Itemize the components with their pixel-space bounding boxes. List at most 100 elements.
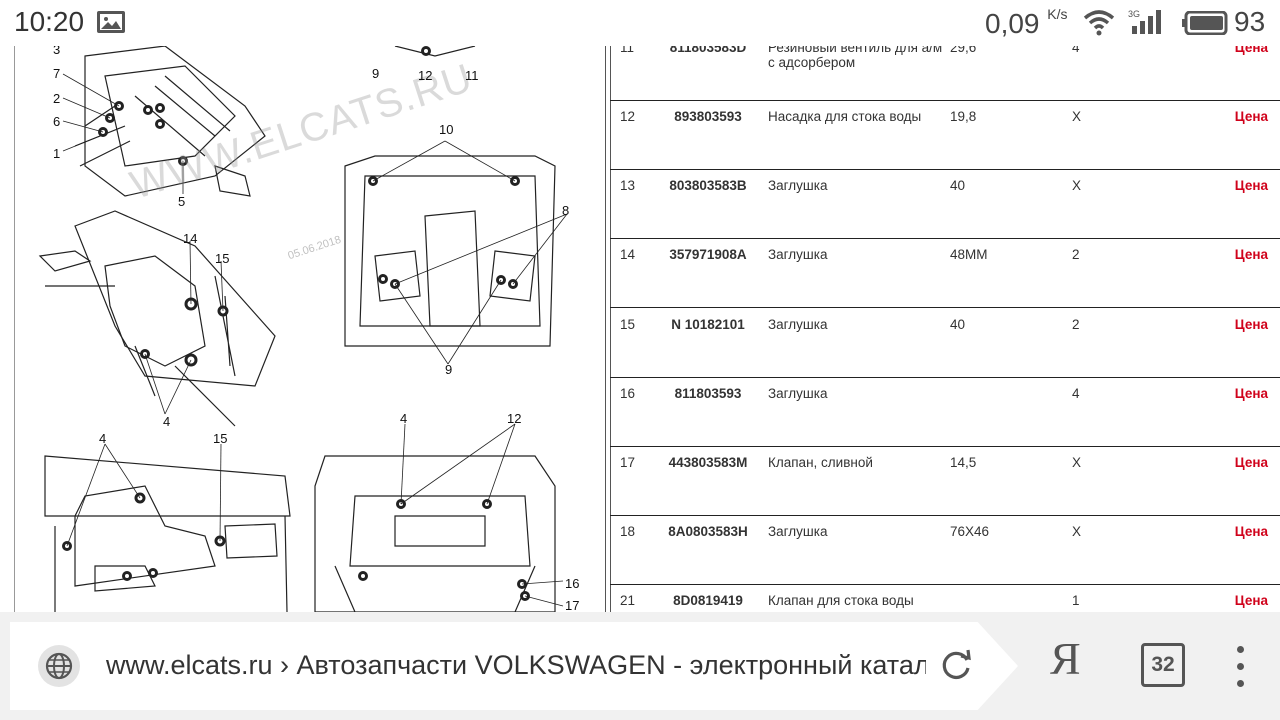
- table-row: 18 8A0803583H Заглушка 76X46 X Цена: [610, 516, 1280, 585]
- price-link[interactable]: Цена: [1234, 317, 1268, 332]
- part-name: Резиновый вентиль для а/м с адсорбером: [768, 46, 943, 70]
- price-link[interactable]: Цена: [1234, 46, 1268, 55]
- part-number[interactable]: 357971908A: [669, 247, 747, 262]
- battery-icon: [1182, 10, 1228, 40]
- callout-label: 8: [562, 203, 570, 218]
- part-qty: 4: [1072, 46, 1080, 55]
- callout-label: 9: [372, 66, 380, 81]
- part-name: Заглушка: [768, 317, 828, 332]
- callout-label: 11: [465, 68, 479, 83]
- row-number: 15: [620, 317, 636, 332]
- price-link[interactable]: Цена: [1234, 524, 1268, 539]
- part-name: Насадка для стока воды: [768, 109, 922, 124]
- part-number[interactable]: N 10182101: [671, 317, 745, 332]
- part-size: 14,5: [950, 455, 977, 470]
- more-vertical-icon[interactable]: [1228, 646, 1252, 690]
- parts-diagram: WWW.ELCATS.RU 05.06.2018 3 7 2 6 1 5 9 1…: [14, 46, 606, 612]
- cell-signal-icon: 3G: [1128, 8, 1168, 41]
- part-number[interactable]: 811803593: [674, 386, 742, 401]
- table-divider: [610, 46, 611, 612]
- callout-label: 4: [163, 414, 171, 429]
- table-row: 12 893803593 Насадка для стока воды 19,8…: [610, 101, 1280, 170]
- part-qty: X: [1072, 455, 1082, 470]
- callout-label: 3: [53, 46, 61, 57]
- parts-table: 11 811803583D Резиновый вентиль для а/м …: [610, 46, 1280, 612]
- row-number: 11: [620, 46, 635, 55]
- image-icon: [97, 11, 125, 33]
- part-qty: 2: [1072, 317, 1080, 332]
- row-number: 14: [620, 247, 636, 262]
- network-speed: 0,09 K/s: [985, 6, 1068, 40]
- callout-label: 6: [53, 114, 61, 129]
- table-row: 21 8D0819419 Клапан для стока воды 1 Цен…: [610, 585, 1280, 612]
- part-name: Клапан, сливной: [768, 455, 873, 470]
- part-number[interactable]: 443803583M: [668, 455, 748, 470]
- yandex-button[interactable]: Я: [1050, 633, 1081, 684]
- price-link[interactable]: Цена: [1234, 455, 1268, 470]
- part-name: Заглушка: [768, 386, 828, 401]
- table-row: 13 803803583B Заглушка 40 X Цена: [610, 170, 1280, 239]
- part-size: 19,8: [950, 109, 977, 124]
- status-bar: 10:20 0,09 K/s 3G 93: [0, 0, 1280, 46]
- part-name: Заглушка: [768, 178, 828, 193]
- price-link[interactable]: Цена: [1234, 109, 1268, 124]
- callout-label: 17: [565, 598, 580, 612]
- row-number: 13: [620, 178, 636, 193]
- table-row: 17 443803583M Клапан, сливной 14,5 X Цен…: [610, 447, 1280, 516]
- callout-label: 15: [215, 251, 230, 266]
- callout-label: 1: [53, 146, 61, 161]
- part-qty: 1: [1072, 593, 1080, 608]
- callout-label: 9: [445, 362, 453, 377]
- part-name: Клапан для стока воды: [768, 593, 914, 608]
- part-size: 48MM: [950, 247, 988, 262]
- row-number: 18: [620, 524, 636, 539]
- url-text[interactable]: www.elcats.ru › Автозапчасти VOLKSWAGEN …: [106, 650, 926, 680]
- reload-icon[interactable]: [940, 646, 974, 687]
- callout-label: 5: [178, 194, 186, 209]
- diagram-drawing: [38, 46, 568, 612]
- callout-label: 12: [418, 68, 433, 83]
- part-qty: X: [1072, 178, 1082, 193]
- part-qty: X: [1072, 524, 1082, 539]
- price-link[interactable]: Цена: [1234, 386, 1268, 401]
- table-row: 15 N 10182101 Заглушка 40 2 Цена: [610, 309, 1280, 378]
- browser-address-bar: www.elcats.ru › Автозапчасти VOLKSWAGEN …: [0, 612, 1280, 720]
- callout-label: 14: [183, 231, 198, 246]
- page-content: WWW.ELCATS.RU 05.06.2018 3 7 2 6 1 5 9 1…: [0, 46, 1280, 612]
- row-number: 21: [620, 593, 636, 608]
- part-number[interactable]: 893803593: [674, 109, 742, 124]
- status-time: 10:20: [14, 6, 85, 37]
- callout-label: 15: [213, 431, 228, 446]
- part-name: Заглушка: [768, 247, 828, 262]
- part-qty: 2: [1072, 247, 1080, 262]
- part-size: 40: [950, 178, 966, 193]
- url-field[interactable]: www.elcats.ru › Автозапчасти VOLKSWAGEN …: [10, 622, 1018, 710]
- wifi-icon: [1083, 10, 1115, 41]
- row-number: 12: [620, 109, 636, 124]
- callout-label: 4: [400, 411, 408, 426]
- network-speed-value: 0,09: [985, 8, 1040, 39]
- part-number[interactable]: 8D0819419: [673, 593, 743, 608]
- network-speed-unit: K/s: [1047, 6, 1068, 22]
- price-link[interactable]: Цена: [1234, 593, 1268, 608]
- callout-label: 16: [565, 576, 580, 591]
- part-qty: 4: [1072, 386, 1080, 401]
- part-size: 29,6: [950, 46, 977, 55]
- callout-label: 12: [507, 411, 522, 426]
- price-link[interactable]: Цена: [1234, 247, 1268, 262]
- row-number: 17: [620, 455, 636, 470]
- table-row: 11 811803583D Резиновый вентиль для а/м …: [610, 46, 1280, 101]
- part-number[interactable]: 803803583B: [669, 178, 747, 193]
- part-name: Заглушка: [768, 524, 828, 539]
- callout-label: 4: [99, 431, 107, 446]
- callout-label: 10: [439, 122, 454, 137]
- part-number[interactable]: 811803583D: [669, 46, 747, 55]
- price-link[interactable]: Цена: [1234, 178, 1268, 193]
- row-number: 16: [620, 386, 636, 401]
- table-row: 14 357971908A Заглушка 48MM 2 Цена: [610, 239, 1280, 308]
- tabs-count-button[interactable]: 32: [1141, 643, 1185, 687]
- part-size: 40: [950, 317, 966, 332]
- part-size: 76X46: [950, 524, 990, 539]
- part-number[interactable]: 8A0803583H: [668, 524, 748, 539]
- network-type-label: 3G: [1128, 9, 1140, 19]
